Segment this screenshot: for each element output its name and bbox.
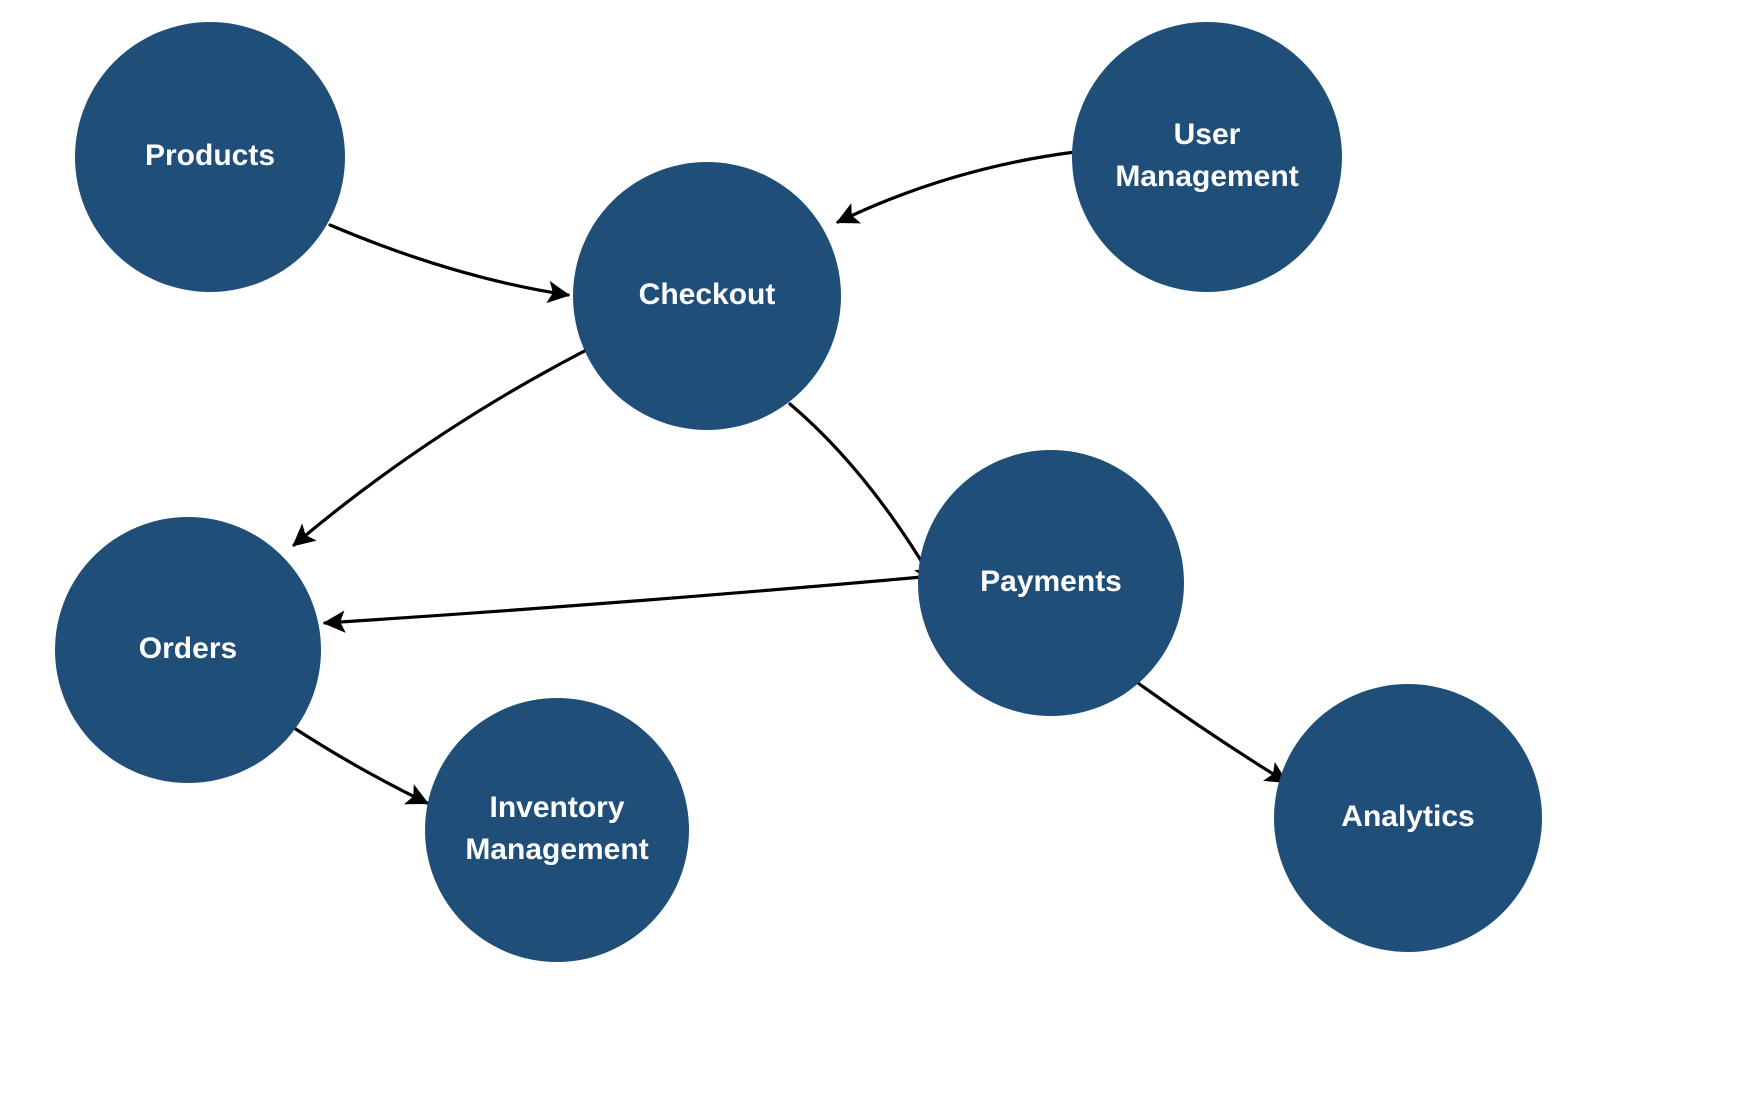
edge-payments-to-orders[interactable] bbox=[322, 575, 924, 633]
edge-hitarea[interactable] bbox=[330, 225, 568, 295]
edge-line bbox=[1136, 681, 1288, 784]
edge-user-management-to-checkout[interactable] bbox=[835, 150, 1077, 224]
edge-line bbox=[835, 150, 1077, 224]
edge-products-to-checkout[interactable] bbox=[328, 223, 571, 304]
edge-checkout-to-payments[interactable] bbox=[788, 402, 936, 584]
node-circle-analytics[interactable] bbox=[1274, 684, 1542, 952]
edges-layer bbox=[286, 150, 1288, 805]
edge-line bbox=[322, 575, 924, 633]
edge-hitarea[interactable] bbox=[790, 404, 934, 582]
node-products[interactable]: Products bbox=[75, 22, 345, 292]
node-circle-user-management[interactable] bbox=[1072, 22, 1342, 292]
node-circle-payments[interactable] bbox=[918, 450, 1184, 716]
edge-line bbox=[328, 223, 571, 304]
node-circle-products[interactable] bbox=[75, 22, 345, 292]
edge-hitarea[interactable] bbox=[838, 152, 1075, 222]
edge-checkout-to-orders[interactable] bbox=[292, 343, 598, 547]
node-checkout[interactable]: Checkout bbox=[573, 162, 841, 430]
node-payments[interactable]: Payments bbox=[918, 450, 1184, 716]
edge-payments-to-analytics[interactable] bbox=[1136, 681, 1288, 784]
node-circle-inventory-management[interactable] bbox=[425, 698, 689, 962]
edge-orders-to-inventory-management[interactable] bbox=[286, 722, 430, 805]
node-orders[interactable]: Orders bbox=[55, 517, 321, 783]
edge-line bbox=[292, 343, 598, 547]
node-analytics[interactable]: Analytics bbox=[1274, 684, 1542, 952]
edge-line bbox=[788, 402, 936, 584]
edge-line bbox=[286, 722, 430, 805]
edge-hitarea[interactable] bbox=[294, 345, 596, 545]
node-circle-checkout[interactable] bbox=[573, 162, 841, 430]
node-circle-orders[interactable] bbox=[55, 517, 321, 783]
